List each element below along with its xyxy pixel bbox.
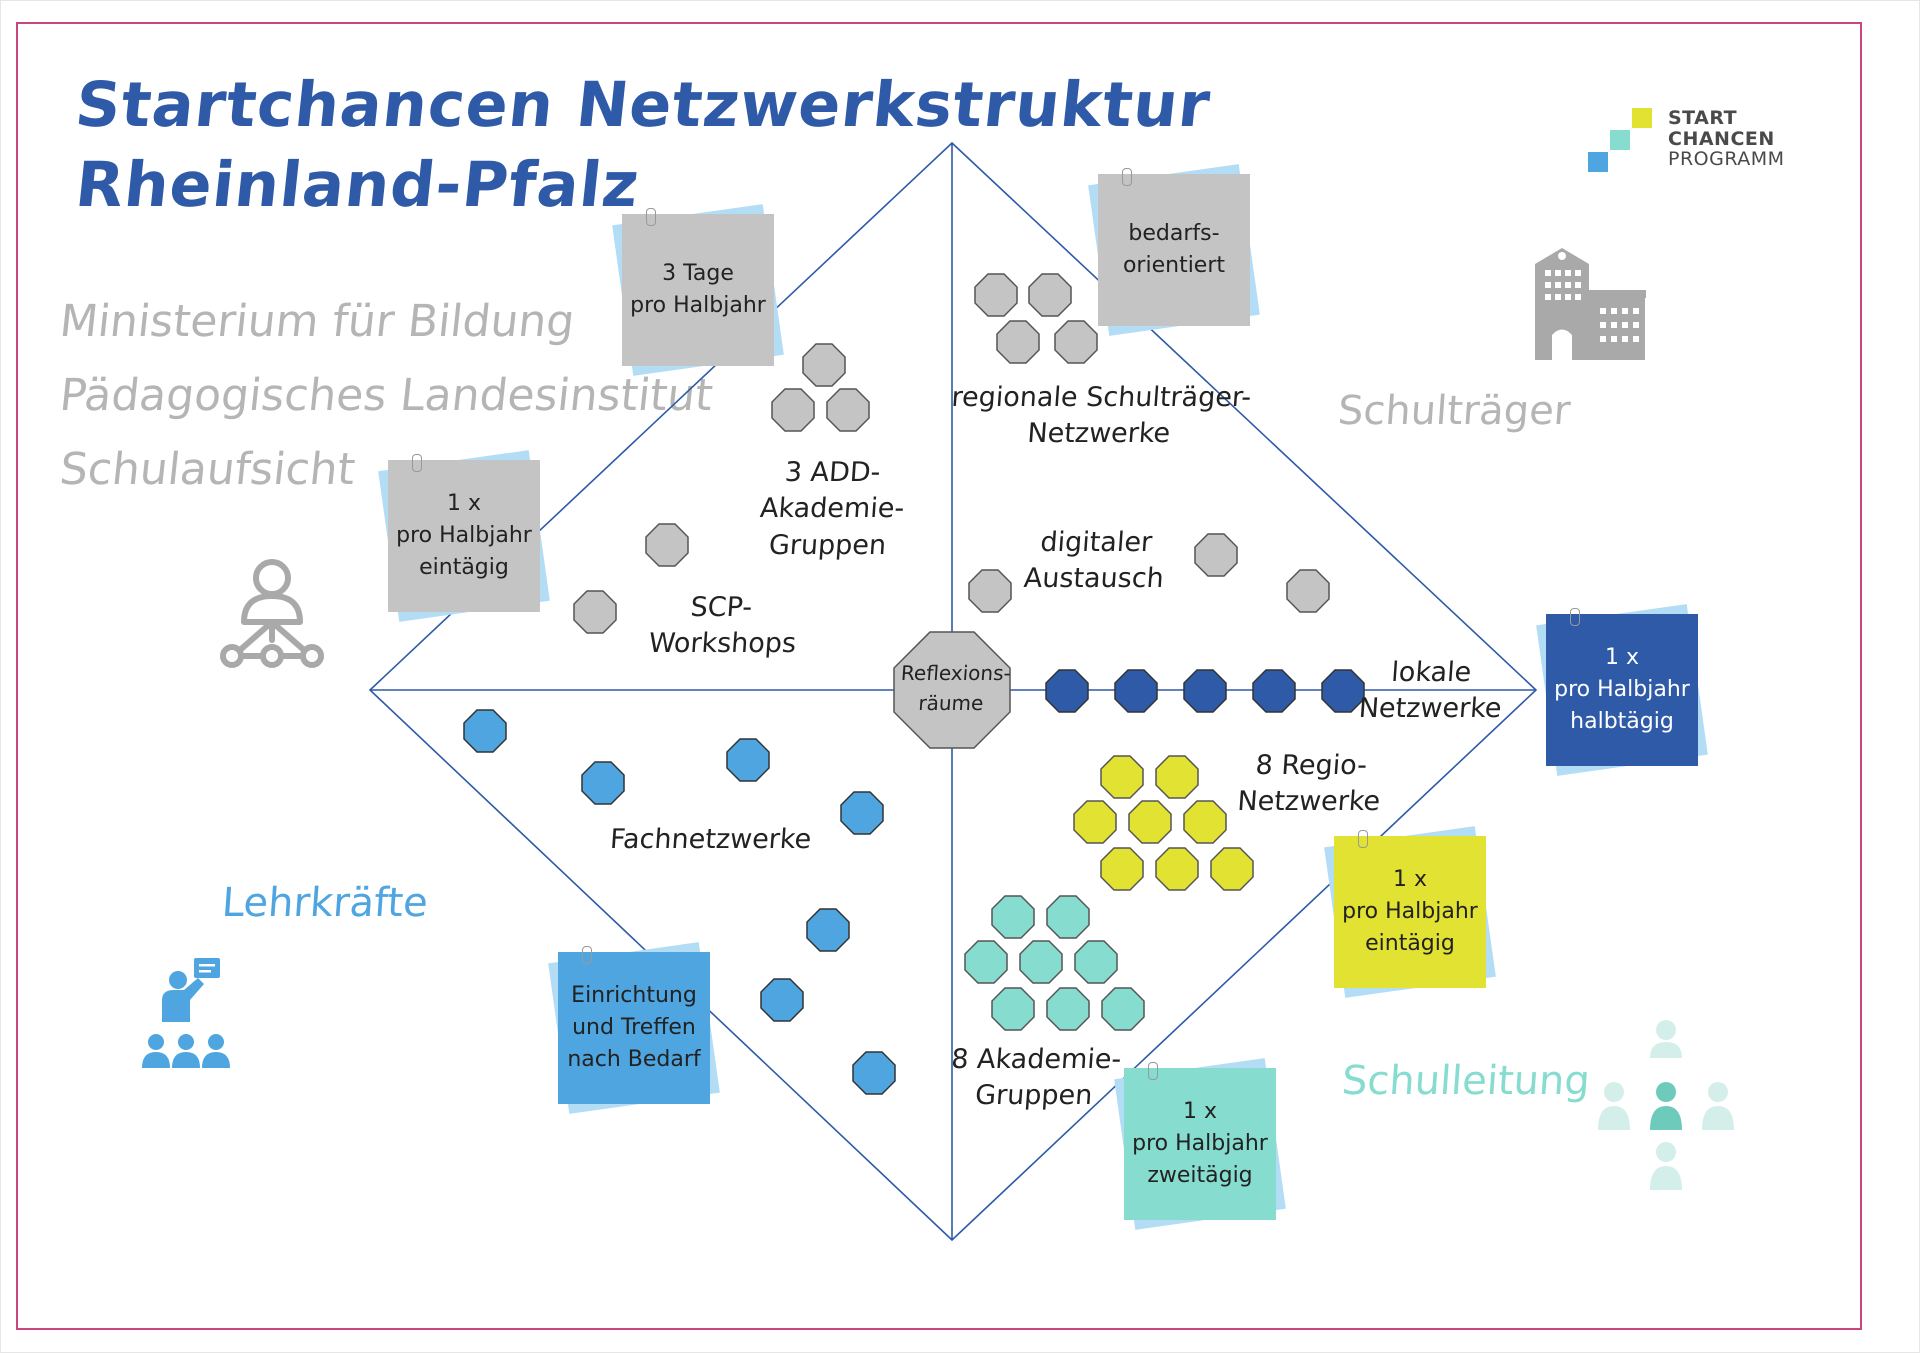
scp-octagons xyxy=(573,523,689,634)
octagon xyxy=(1046,895,1090,939)
octagon xyxy=(1100,755,1144,799)
local-networks-label: lokale Netzwerke xyxy=(1357,657,1503,725)
note-text: Einrichtung und Treffen nach Bedarf xyxy=(558,952,710,1104)
octagon xyxy=(1183,800,1227,844)
subject-networks-label: Fachnetzwerke xyxy=(608,824,813,855)
digital-octagons xyxy=(968,533,1330,613)
school-leadership-icon xyxy=(1598,1020,1734,1190)
octagon xyxy=(645,523,689,567)
regio-octagons xyxy=(1073,755,1254,891)
note-halbtaegig: 1 x pro Halbjahr halbtägig xyxy=(1536,604,1708,776)
octagon xyxy=(964,940,1008,984)
octagon xyxy=(760,978,804,1022)
note-fach-bedarf: Einrichtung und Treffen nach Bedarf xyxy=(548,942,720,1114)
octagon xyxy=(1286,569,1330,613)
octagon xyxy=(1194,533,1238,577)
note-bedarfsorientiert: bedarfs- orientiert xyxy=(1088,164,1260,336)
octagon xyxy=(1028,273,1072,317)
octagon xyxy=(1054,320,1098,364)
role-lehrkraefte: Lehrkräfte xyxy=(220,880,430,926)
role-schulleitung: Schulleitung xyxy=(1340,1058,1592,1104)
paperclip-icon xyxy=(1358,830,1368,848)
regional-networks-label: regionale Schulträger- Netzwerke xyxy=(950,382,1253,450)
octagon xyxy=(771,388,815,432)
octagon xyxy=(1101,987,1145,1031)
note-3-tage: 3 Tage pro Halbjahr xyxy=(612,204,784,376)
octagon xyxy=(968,569,1012,613)
add-group-octagons xyxy=(771,343,870,432)
octagon xyxy=(852,1051,896,1095)
octagon xyxy=(1019,940,1063,984)
lokale-octagons xyxy=(1045,669,1365,713)
logo-square-blue xyxy=(1588,152,1608,172)
octagon xyxy=(726,738,770,782)
note-zweitaegig: 1 x pro Halbjahr zweitägig xyxy=(1114,1058,1286,1230)
octagon xyxy=(826,388,870,432)
reflexion-label: Reflexions- räume xyxy=(900,661,1012,715)
octagon xyxy=(1073,800,1117,844)
logo-line-1: START xyxy=(1668,107,1738,129)
note-text: 1 x pro Halbjahr eintägig xyxy=(388,460,540,612)
note-regio-eintaegig: 1 x pro Halbjahr eintägig xyxy=(1324,826,1496,998)
octagon xyxy=(1045,669,1089,713)
octagon xyxy=(840,791,884,835)
poster-frame xyxy=(16,22,1862,1330)
fach-octagons xyxy=(463,709,896,1095)
paperclip-icon xyxy=(582,946,592,964)
octagon xyxy=(1114,669,1158,713)
octagon xyxy=(463,709,507,753)
school-building-icon xyxy=(1535,248,1646,360)
add-groups-label: 3 ADD- Akademie- Gruppen xyxy=(758,457,906,561)
octagon xyxy=(1155,847,1199,891)
note-text: 1 x pro Halbjahr halbtägig xyxy=(1546,614,1698,766)
ministry-network-icon xyxy=(220,559,324,668)
note-text: bedarfs- orientiert xyxy=(1098,174,1250,326)
octagon xyxy=(1100,847,1144,891)
role-schultraeger: Schulträger xyxy=(1336,388,1572,434)
teacher-class-icon xyxy=(142,958,230,1068)
akademie-octagons xyxy=(964,895,1145,1031)
paperclip-icon xyxy=(1570,608,1580,626)
logo-line-2: CHANCEN xyxy=(1668,127,1775,150)
octagon xyxy=(996,320,1040,364)
note-text: 1 x pro Halbjahr zweitägig xyxy=(1124,1068,1276,1220)
octagon xyxy=(991,895,1035,939)
octagon xyxy=(974,273,1018,317)
note-text: 1 x pro Halbjahr eintägig xyxy=(1334,836,1486,988)
octagon xyxy=(806,908,850,952)
logo-square-mint xyxy=(1610,130,1630,150)
octagon xyxy=(1046,987,1090,1031)
paperclip-icon xyxy=(1148,1062,1158,1080)
logo-square-yellow xyxy=(1632,108,1652,128)
octagon xyxy=(991,987,1035,1031)
logo-line-3: PROGRAMM xyxy=(1668,148,1785,171)
octagon xyxy=(1252,669,1296,713)
octagon xyxy=(581,761,625,805)
octagon xyxy=(1128,800,1172,844)
digital-exchange-label: digitaler Austausch xyxy=(1022,527,1165,595)
octagon xyxy=(802,343,846,387)
scp-workshops-label: SCP- Workshops xyxy=(647,592,798,660)
regio-networks-label: 8 Regio- Netzwerke xyxy=(1236,750,1382,818)
paperclip-icon xyxy=(646,208,656,226)
octagon xyxy=(1321,669,1365,713)
note-text: 3 Tage pro Halbjahr xyxy=(622,214,774,366)
akademie-groups-label: 8 Akademie- Gruppen xyxy=(950,1044,1123,1112)
octagon xyxy=(1210,847,1254,891)
octagon xyxy=(1183,669,1227,713)
paperclip-icon xyxy=(1122,168,1132,186)
reflexion-octagon xyxy=(893,631,1011,749)
octagon xyxy=(1074,940,1118,984)
logo-text: START CHANCEN PROGRAMM xyxy=(1668,108,1785,170)
octagon xyxy=(573,590,617,634)
note-ministry-eintaegig: 1 x pro Halbjahr eintägig xyxy=(378,450,550,622)
regional-octagons xyxy=(974,273,1098,364)
paperclip-icon xyxy=(412,454,422,472)
octagon xyxy=(1155,755,1199,799)
